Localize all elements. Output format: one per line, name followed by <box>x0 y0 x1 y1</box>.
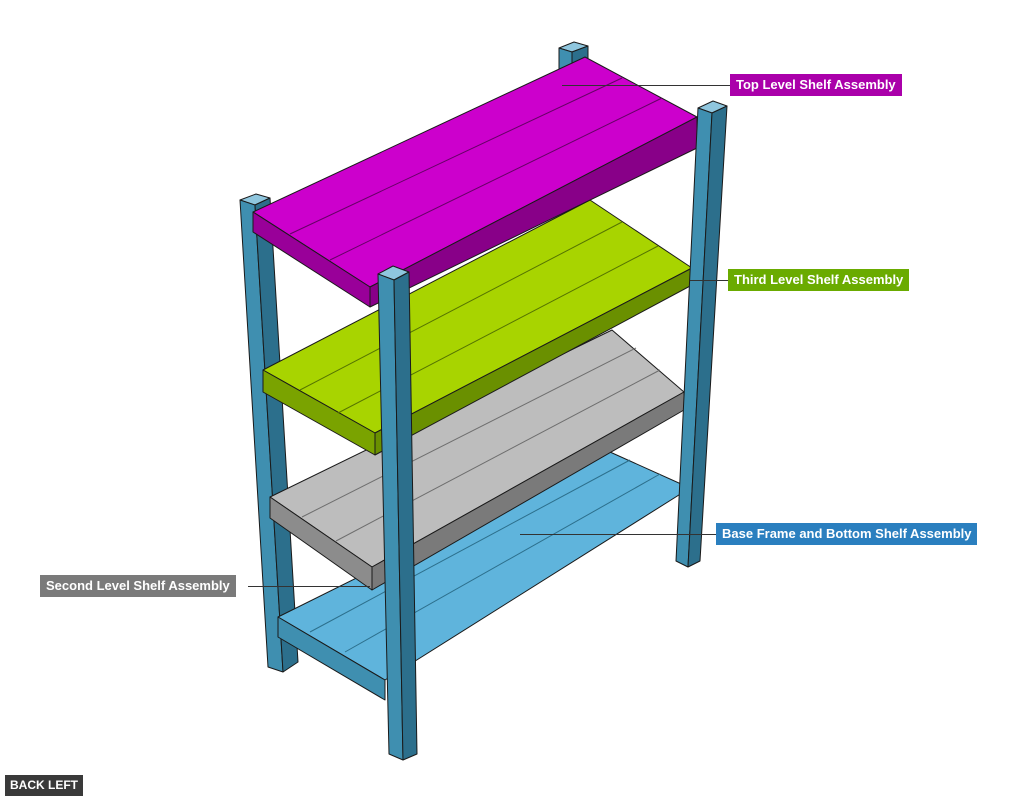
third-label-leader <box>690 280 728 281</box>
second-level-shelf-label: Second Level Shelf Assembly <box>40 575 236 597</box>
second-level-shelf <box>269 329 685 591</box>
front-right-post <box>675 100 728 568</box>
view-orientation-badge: BACK LEFT <box>5 775 83 796</box>
top-level-shelf-label: Top Level Shelf Assembly <box>730 74 902 96</box>
front-left-post <box>377 265 418 761</box>
base-frame-label: Base Frame and Bottom Shelf Assembly <box>716 523 978 545</box>
top-label-leader <box>562 85 730 86</box>
base-label-leader <box>520 534 716 535</box>
second-label-leader <box>248 586 370 587</box>
third-level-shelf-label: Third Level Shelf Assembly <box>728 269 910 291</box>
back-left-post <box>239 193 299 673</box>
top-level-shelf <box>252 56 698 308</box>
